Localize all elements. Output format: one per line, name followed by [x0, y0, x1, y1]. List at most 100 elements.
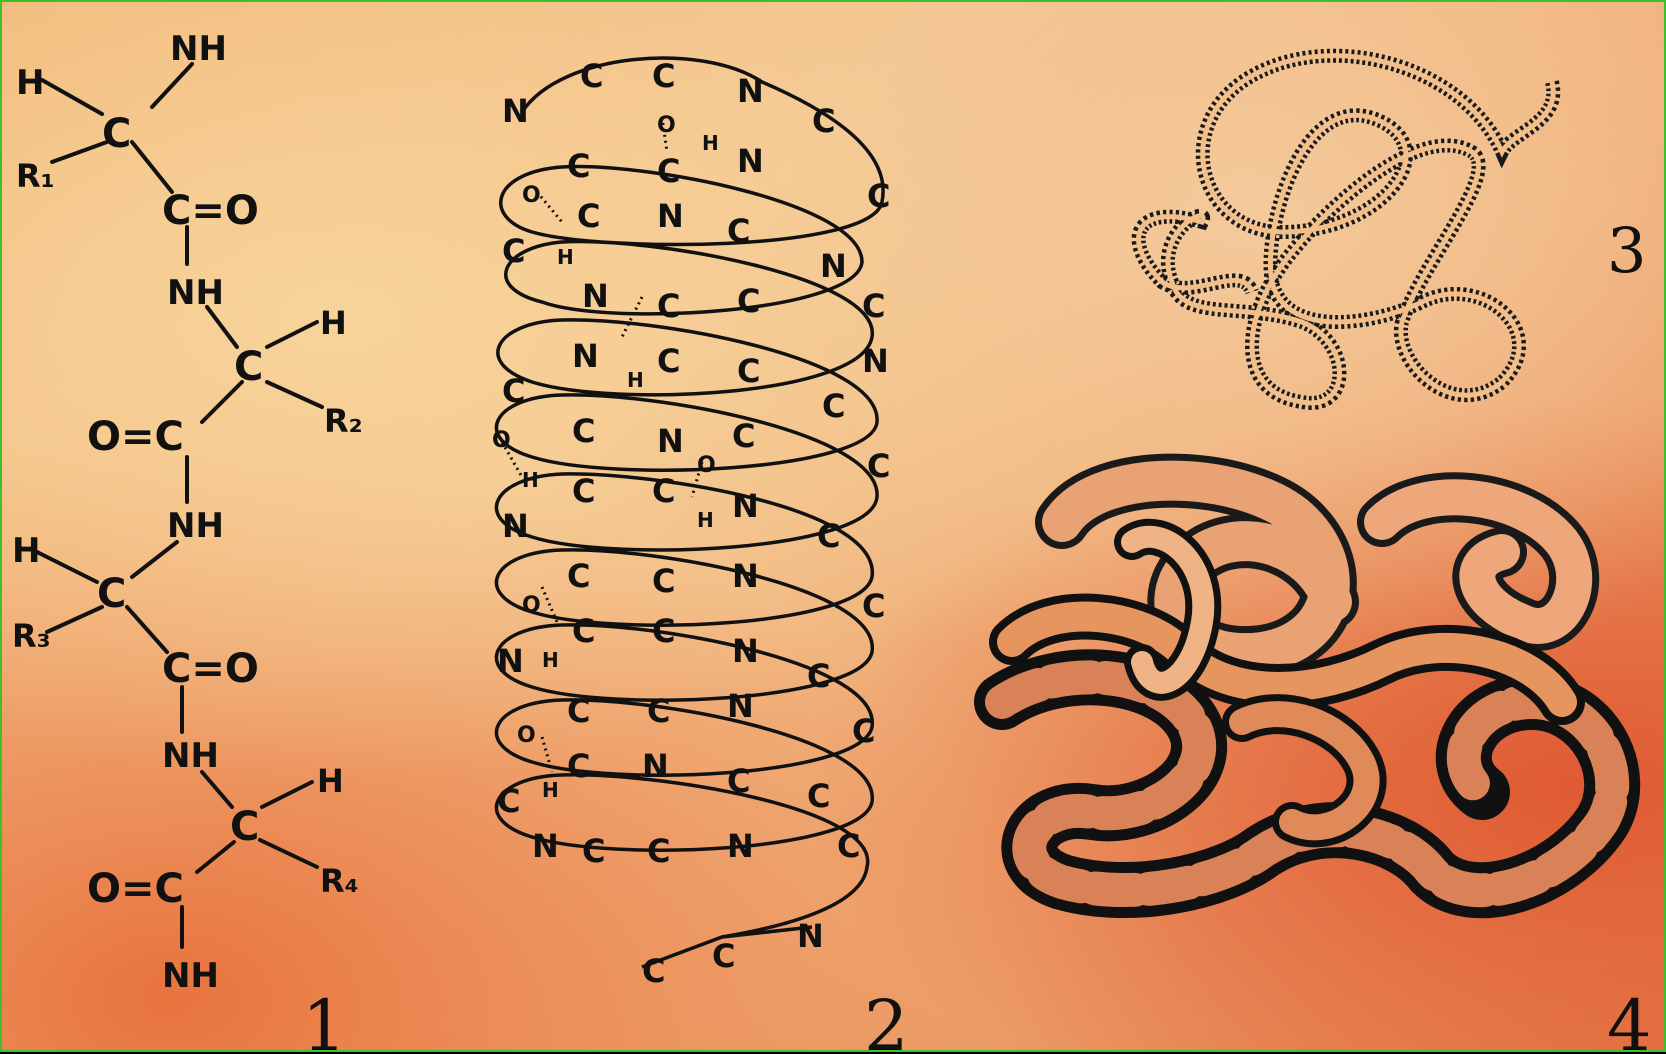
- helix-atom-c: C: [727, 212, 750, 250]
- helix-atom-n: N: [502, 92, 529, 130]
- helix-atom-c: C: [822, 387, 845, 425]
- helix-atom-c: C: [657, 342, 680, 380]
- helix-atom-n: N: [497, 642, 524, 680]
- helix-atom-o: O: [492, 428, 511, 453]
- helix-atom-n: N: [820, 247, 847, 285]
- helix-atom-c: C: [817, 517, 840, 555]
- helix-atom-c: C: [867, 447, 890, 485]
- helix-atom-c: C: [732, 417, 755, 455]
- helix-atom-c: C: [862, 587, 885, 625]
- helix-atom-c: C: [567, 147, 590, 185]
- helix-atom-c: C: [572, 612, 595, 650]
- panel-3-coiled-chain: 3: [1139, 56, 1647, 403]
- helix-atom-n: N: [732, 487, 759, 525]
- group-carbonyl: O=C: [87, 414, 184, 460]
- helix-atom-h: H: [522, 468, 539, 492]
- bond: [152, 64, 192, 107]
- helix-atom-n: N: [797, 917, 824, 955]
- bond: [262, 782, 312, 807]
- helix-atom-h: H: [627, 368, 644, 392]
- helix-atom-h: H: [542, 648, 559, 672]
- helix-atom-n: N: [862, 342, 889, 380]
- helix-atom-n: N: [737, 72, 764, 110]
- helix-atom-c: C: [737, 352, 760, 390]
- helix-atom-n: N: [502, 507, 529, 545]
- helix-atom-c: C: [812, 102, 835, 140]
- bond: [132, 542, 177, 577]
- helix-atom-h: H: [542, 778, 559, 802]
- bond: [52, 142, 107, 162]
- atom-h: H: [320, 304, 347, 342]
- helix-atom-c: C: [807, 657, 830, 695]
- coiled-chain: [1139, 56, 1554, 403]
- panel-label-1: 1: [302, 985, 347, 1054]
- atom-nh: NH: [170, 29, 227, 69]
- helix-atom-h: H: [557, 245, 574, 269]
- atom-nh: NH: [162, 736, 219, 776]
- atom-h: H: [16, 63, 44, 103]
- helix-atom-c: C: [497, 782, 520, 820]
- helix-atom-c: C: [580, 57, 603, 95]
- atom-r4: R₄: [320, 862, 359, 900]
- helix-atom-c: C: [807, 777, 830, 815]
- helix-atom-n: N: [732, 557, 759, 595]
- helix-atom-n: N: [582, 277, 609, 315]
- bond: [197, 842, 234, 872]
- bond: [47, 607, 102, 632]
- helix-atom-n: N: [737, 142, 764, 180]
- helix-atom-c: C: [502, 372, 525, 410]
- atom-c: C: [102, 111, 131, 157]
- helix-atom-c: C: [577, 197, 600, 235]
- atom-h: H: [317, 762, 344, 800]
- helix-atom-c: C: [737, 282, 760, 320]
- helix-atom-n: N: [657, 422, 684, 460]
- helix-atom-n: N: [727, 827, 754, 865]
- bond: [202, 772, 232, 807]
- helix-atom-h: H: [702, 131, 719, 155]
- helix-atom-c: C: [862, 287, 885, 325]
- atom-h: H: [12, 531, 40, 571]
- helix-atom-c: C: [567, 557, 590, 595]
- atom-nh: NH: [162, 956, 219, 996]
- helix-atom-c: C: [867, 177, 890, 215]
- panel-label-2: 2: [864, 985, 909, 1054]
- helix-atom-c: C: [652, 57, 675, 95]
- helix-atom-n: N: [572, 337, 599, 375]
- panel-2-alpha-helix: C C N C N O H C C N C O C N C C H N N C …: [492, 57, 909, 1054]
- helix-atom-c: C: [852, 712, 875, 750]
- panel-4-ribbon-structure: 4: [1002, 481, 1652, 1054]
- helix-atom-c: C: [502, 232, 525, 270]
- helix-atom-o: O: [657, 113, 676, 138]
- helix-atom-c: C: [582, 832, 605, 870]
- helix-atom-n: N: [642, 747, 669, 785]
- atom-c: C: [230, 804, 259, 850]
- helix-atom-c: C: [657, 287, 680, 325]
- helix-atom-o: O: [517, 723, 536, 748]
- helix-atom-c: C: [647, 692, 670, 730]
- atom-r3: R₃: [12, 617, 51, 655]
- panel-label-3: 3: [1607, 214, 1646, 287]
- helix-atom-c: C: [837, 827, 860, 865]
- atom-r2: R₂: [324, 402, 363, 440]
- atom-c: C: [234, 344, 263, 390]
- helix-atom-c: C: [652, 472, 675, 510]
- helix-atom-c: C: [712, 937, 735, 975]
- group-carbonyl: C=O: [162, 188, 259, 234]
- helix-atom-c: C: [657, 152, 680, 190]
- hydrogen-bond: [537, 192, 562, 222]
- helix-atom-c: C: [572, 472, 595, 510]
- helix-atom-o: O: [697, 453, 716, 478]
- bond: [267, 322, 317, 347]
- bond: [207, 307, 237, 347]
- helix-atom-n: N: [732, 632, 759, 670]
- helix-atom-c: C: [652, 562, 675, 600]
- helix-atom-c: C: [647, 832, 670, 870]
- bond: [127, 607, 167, 652]
- bond: [260, 840, 317, 867]
- helix-atom-n: N: [727, 687, 754, 725]
- helix-atom-h: H: [697, 508, 714, 532]
- helix-atom-c: C: [652, 612, 675, 650]
- group-carbonyl: O=C: [87, 866, 184, 912]
